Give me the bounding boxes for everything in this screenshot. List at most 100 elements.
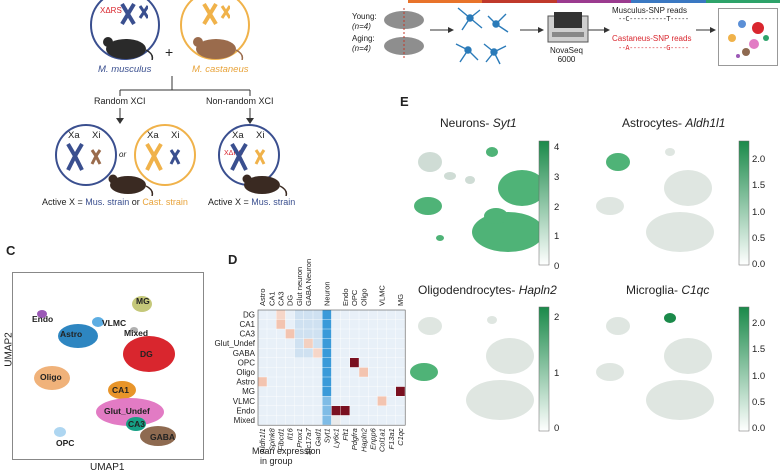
colorbar-neurons-ticks: 4 3 2 1 0 — [554, 140, 560, 272]
heatmap-cell — [331, 386, 341, 396]
heatmap-cell — [285, 319, 295, 329]
heatmap-cell — [258, 338, 267, 348]
heatmap-cell — [258, 396, 267, 406]
heatmap-row-label: CA1 — [239, 320, 255, 329]
heatmap-cell — [285, 396, 295, 406]
random-xci-label: Random XCI — [94, 96, 146, 106]
heatmap-cell — [359, 310, 368, 320]
heatmap-cell — [331, 415, 341, 425]
heatmap-cell — [350, 415, 359, 425]
colorbar-label-line2: in group — [260, 456, 293, 466]
heatmap-cell — [368, 310, 378, 320]
random-active-cast: Cast. strain — [142, 197, 188, 207]
heatmap-cell — [294, 358, 304, 368]
heatmap-cell — [294, 338, 304, 348]
heatmap-cell — [304, 415, 313, 425]
umap-c-plot — [12, 272, 204, 460]
colorbar-label: Mean expression in group — [252, 446, 321, 466]
heatmap-cell — [258, 319, 267, 329]
heatmap-group-label: Astro — [258, 288, 267, 306]
cluster-label-endo: Endo — [32, 314, 54, 324]
heatmap-cell — [331, 319, 341, 329]
heatmap-cell — [396, 415, 405, 425]
castaneus-mouse-icon — [193, 37, 244, 60]
heatmap-cell — [267, 338, 276, 348]
tick-n-2: 2 — [554, 201, 560, 213]
cluster-ca1 — [108, 381, 136, 399]
heatmap-cell — [267, 367, 276, 377]
heatmap-cell — [396, 329, 405, 339]
heatmap-cell — [386, 386, 396, 396]
cluster-label-astro: Astro — [60, 329, 83, 339]
heatmap-cell — [322, 319, 332, 329]
colorbar-microglia — [738, 306, 750, 432]
heatmap-cell — [294, 348, 304, 358]
heatmap-cell — [368, 386, 378, 396]
heatmap-cell — [304, 367, 313, 377]
heatmap-cell — [350, 367, 359, 377]
aging-n: (n=4) — [352, 44, 371, 53]
heatmap-gene-label: F13a1 — [387, 428, 396, 449]
heatmap-cell — [331, 338, 341, 348]
heatmap-cell — [322, 396, 332, 406]
heatmap-cell — [258, 386, 267, 396]
heatmap-cell — [368, 329, 378, 339]
heatmap-cell — [322, 329, 332, 339]
heatmap-cell — [267, 386, 276, 396]
heatmap-cell — [359, 386, 368, 396]
heatmap-cell — [368, 319, 378, 329]
nonrandom-xist-label: XΔRS — [224, 150, 244, 157]
tick-a-0.5: 0.5 — [752, 232, 766, 244]
heatmap-cell — [340, 377, 350, 387]
random-active-mus: Mus. strain — [85, 197, 130, 207]
heatmap-cell — [350, 358, 359, 368]
castaneus-label: M. castaneus — [192, 64, 249, 75]
heatmap-cell — [258, 348, 267, 358]
castaneus-chromosomes-icon — [202, 2, 230, 26]
or-label: or — [119, 150, 127, 159]
tick-m-0.5: 0.5 — [752, 396, 766, 408]
heatmap-cell — [340, 406, 350, 416]
musculus-chromosomes-icon — [120, 2, 148, 26]
random-active-prefix: Active X = — [42, 197, 86, 207]
heatmap-cell — [258, 358, 267, 368]
cluster-label-glut-undef: Glut_Undef — [104, 406, 150, 416]
heatmap-cell — [285, 358, 295, 368]
cluster-astro — [58, 324, 98, 348]
heatmap-cell — [396, 348, 405, 358]
heatmap-cell — [377, 329, 387, 339]
heatmap-cell — [377, 415, 387, 425]
heatmap-cell — [322, 415, 332, 425]
random-left-xi: Xi — [92, 130, 101, 141]
cast-seq: --A----------G----- — [618, 44, 689, 52]
heatmap-cell — [322, 406, 332, 416]
aging-text: Aging: — [352, 34, 375, 43]
umap-neurons-plot — [414, 147, 546, 252]
heatmap-cell — [340, 415, 350, 425]
heatmap-cell — [276, 396, 286, 406]
heatmap-cell — [304, 377, 313, 387]
heatmap-row-label: OPC — [238, 358, 256, 367]
neuron-cells-icon — [455, 7, 509, 65]
cluster-opc — [54, 427, 66, 437]
heatmap-cell — [322, 348, 332, 358]
heatmap-cell — [276, 377, 286, 387]
heatmap-cell — [377, 367, 387, 377]
aging-label: Aging: (n=4) — [352, 34, 375, 54]
colorbar-oligodendrocytes-ticks: 2 1 0 — [554, 312, 559, 434]
heatmap-cell — [276, 386, 286, 396]
heatmap-cell — [350, 377, 359, 387]
umap-astrocytes-plot — [596, 148, 714, 252]
cluster-label-ca1: CA1 — [112, 385, 130, 395]
nonrandom-xci-label: Non-random XCI — [206, 96, 274, 106]
heatmap-cell — [313, 310, 322, 320]
heatmap-cell — [285, 310, 295, 320]
cluster-label-vlmc: VLMC — [102, 318, 127, 328]
heatmap-cell — [386, 396, 396, 406]
heatmap-cell — [313, 338, 322, 348]
heatmap-cell — [276, 367, 286, 377]
heatmap-cell — [276, 358, 286, 368]
heatmap-cell — [313, 415, 322, 425]
heatmap-cell — [340, 319, 350, 329]
young-n: (n=4) — [352, 22, 371, 31]
